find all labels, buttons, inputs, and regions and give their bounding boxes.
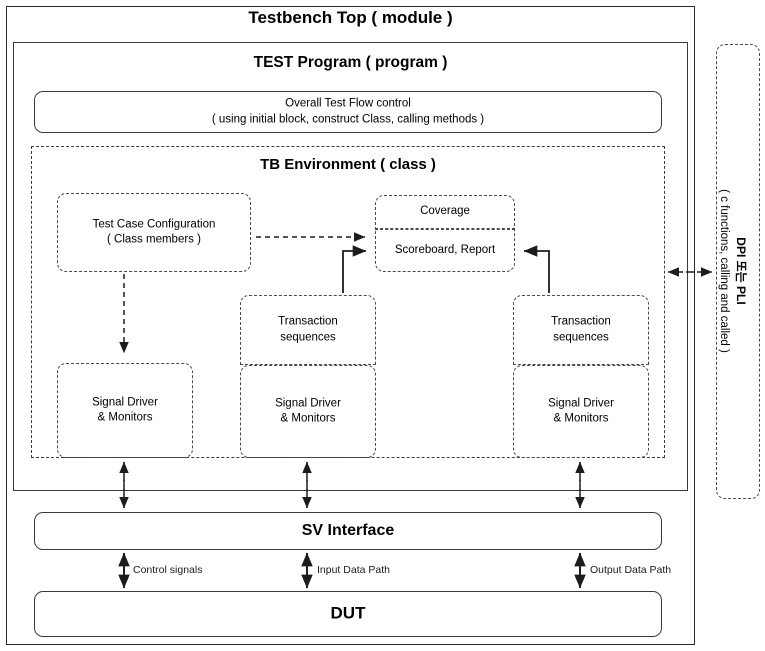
dpi-pli-line-2: ( c functions, calling and called ) (718, 189, 731, 353)
test-program-title: TEST Program ( program ) (253, 54, 448, 71)
transaction-right-line-1: Transaction (551, 315, 611, 328)
input-data-path-label: Input Data Path (317, 564, 390, 576)
transaction-sequences-middle-box: Transaction sequences (240, 295, 376, 365)
signal-driver-right-line-2: & Monitors (553, 412, 609, 425)
flow-control-line-2: ( using initial block, construct Class, … (211, 113, 485, 125)
signal-driver-monitors-left-text: Signal Driver & Monitors (58, 395, 192, 426)
transaction-sequences-middle-text: Transaction sequences (241, 314, 375, 345)
transaction-right-line-2: sequences (553, 331, 609, 343)
scoreboard-report-box: Scoreboard, Report (375, 229, 515, 272)
signal-driver-left-line-2: & Monitors (97, 411, 153, 424)
signal-driver-monitors-left-box: Signal Driver & Monitors (57, 363, 193, 458)
signal-driver-mid-line-2: & Monitors (280, 412, 336, 425)
signal-driver-monitors-middle-text: Signal Driver & Monitors (241, 396, 375, 427)
test-case-config-line-1: Test Case Configuration (92, 217, 216, 230)
dut-box: DUT (34, 591, 662, 637)
output-data-path-label: Output Data Path (590, 564, 672, 576)
test-case-configuration-text: Test Case Configuration ( Class members … (58, 217, 250, 248)
dpi-pli-box (716, 44, 760, 499)
coverage-box: Coverage (375, 195, 515, 229)
coverage-label: Coverage (420, 205, 470, 218)
signal-driver-monitors-right-box: Signal Driver & Monitors (513, 365, 649, 458)
signal-driver-mid-line-1: Signal Driver (275, 396, 341, 409)
signal-driver-left-line-1: Signal Driver (92, 395, 158, 408)
testbench-top-container (6, 6, 695, 645)
overall-test-flow-control-text: Overall Test Flow control ( using initia… (35, 96, 661, 127)
sv-interface-box: SV Interface (34, 512, 662, 550)
transaction-sequences-right-text: Transaction sequences (514, 314, 648, 345)
flow-control-line-1: Overall Test Flow control (285, 97, 411, 110)
sv-interface-label: SV Interface (301, 522, 395, 540)
signal-driver-monitors-middle-box: Signal Driver & Monitors (240, 365, 376, 458)
test-program-container (13, 42, 688, 491)
dpi-pli-line-1: DPI 또는 PLI (734, 237, 748, 305)
tb-environment-title: TB Environment ( class ) (260, 156, 436, 173)
transaction-mid-line-1: Transaction (278, 315, 338, 328)
testbench-top-title: Testbench Top ( module ) (248, 8, 453, 27)
test-case-config-line-2: ( Class members ) (107, 233, 201, 246)
scoreboard-report-label: Scoreboard, Report (394, 243, 496, 256)
transaction-sequences-right-box: Transaction sequences (513, 295, 649, 365)
transaction-mid-line-2: sequences (280, 331, 336, 343)
test-case-configuration-box: Test Case Configuration ( Class members … (57, 193, 251, 272)
signal-driver-right-line-1: Signal Driver (548, 396, 614, 409)
dut-label: DUT (330, 603, 366, 623)
dpi-pli-text: DPI 또는 PLI ( c functions, calling and ca… (718, 44, 749, 498)
control-signals-label: Control signals (133, 564, 203, 576)
signal-driver-monitors-right-text: Signal Driver & Monitors (514, 396, 648, 427)
overall-test-flow-control-box: Overall Test Flow control ( using initia… (34, 91, 662, 133)
